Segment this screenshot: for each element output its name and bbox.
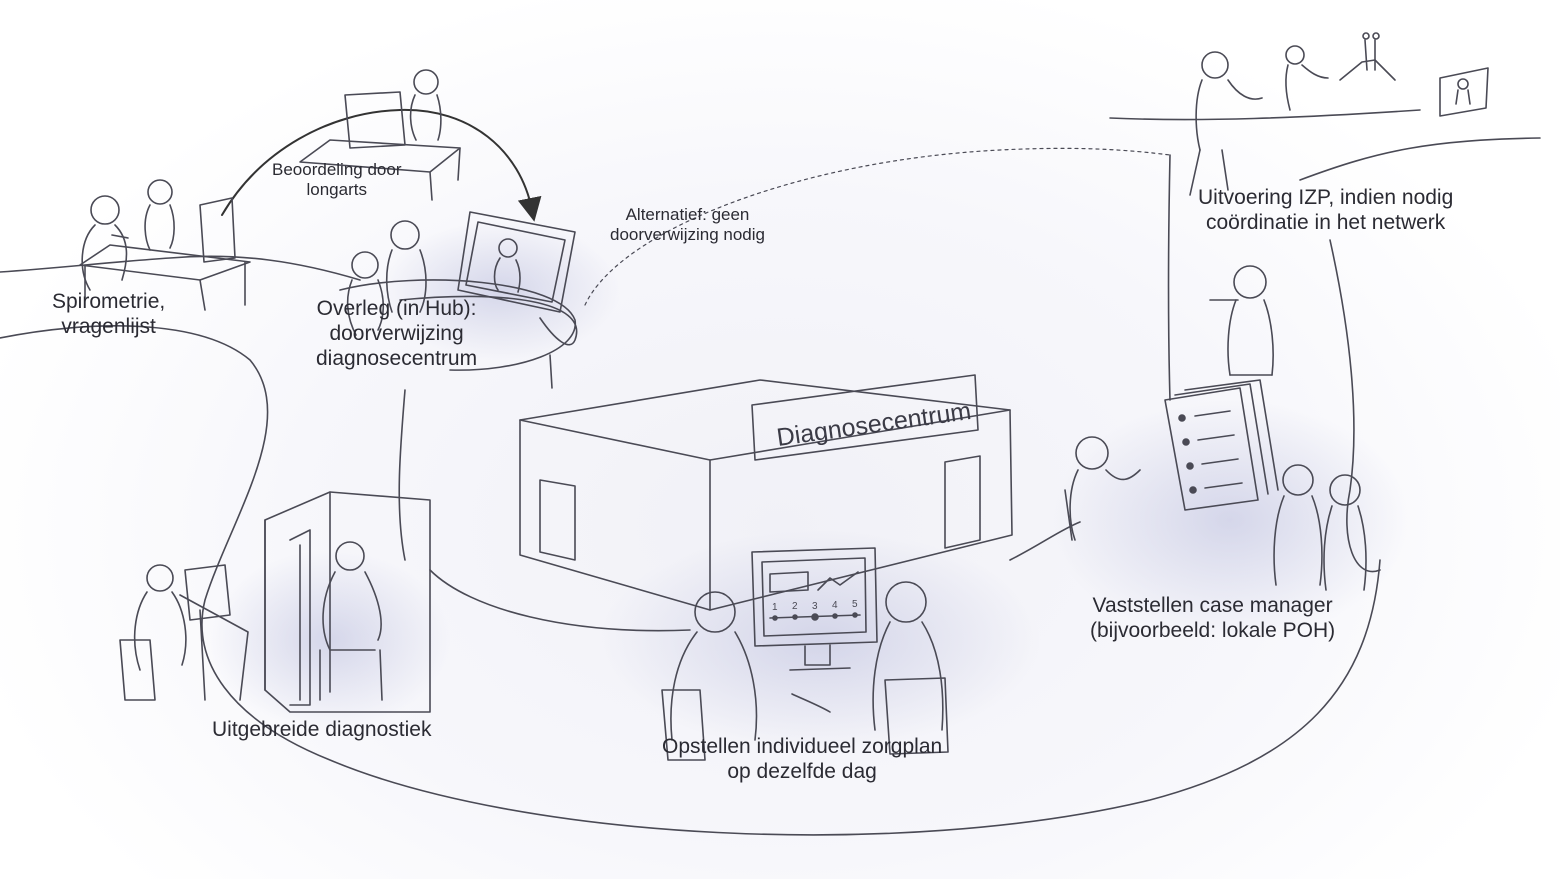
scale-number: 3 xyxy=(812,601,818,612)
alternative-path xyxy=(584,147,1171,306)
scale-number: 4 xyxy=(832,600,838,611)
label-alternatief: Alternatief: geen doorverwijzing nodig xyxy=(610,205,765,245)
building-outline xyxy=(519,379,1013,611)
label-uitvoering: Uitvoering IZP, indien nodig coördinatie… xyxy=(1198,186,1454,234)
care-plan-monitor xyxy=(751,547,878,647)
label-uitgebreide: Uitgebreide diagnostiek xyxy=(212,718,432,741)
label-overleg: Overleg (in Hub): doorverwijzing diagnos… xyxy=(316,297,478,370)
label-spirometrie: Spirometrie, vragenlijst xyxy=(52,290,166,338)
pathway-upper-loop xyxy=(399,295,578,346)
document-stack xyxy=(1164,387,1259,511)
building-sign-board xyxy=(751,374,979,461)
label-opstellen: Opstellen individueel zorgplan op dezelf… xyxy=(662,735,943,783)
scale-number: 2 xyxy=(792,601,798,612)
remote-screen xyxy=(1439,67,1489,117)
label-beoordeling: Beoordeling door longarts xyxy=(272,160,402,200)
label-vaststellen: Vaststellen case manager (bijvoorbeeld: … xyxy=(1090,594,1336,642)
referral-arrow xyxy=(221,108,542,222)
scale-number: 5 xyxy=(852,599,858,610)
pathway-main-curve xyxy=(0,255,361,281)
scale-number: 1 xyxy=(772,602,778,613)
